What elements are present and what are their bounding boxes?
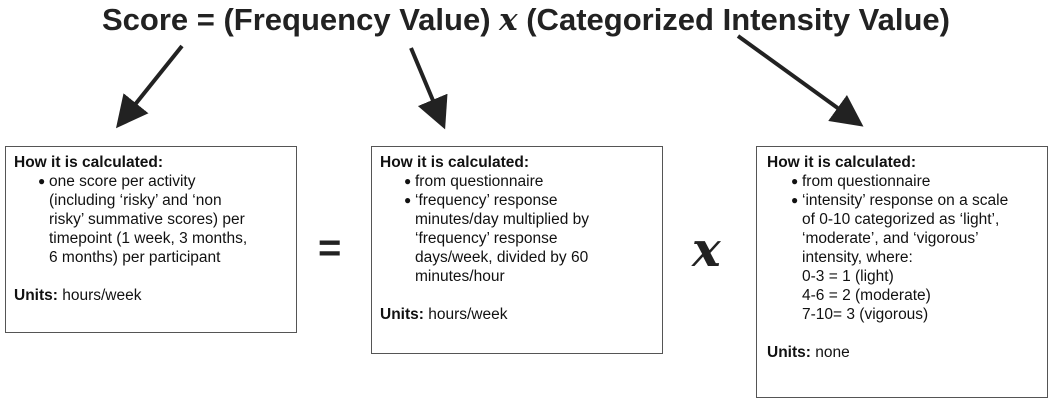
bullet-text-line: minutes/day multiplied by bbox=[415, 211, 590, 228]
times-operator: x bbox=[692, 222, 721, 278]
box-title: How it is calculated: bbox=[380, 154, 530, 171]
list-item: ● one score per activity (including ‘ris… bbox=[14, 172, 288, 267]
units-line: Units: none bbox=[767, 343, 1037, 362]
units-value: hours/week bbox=[57, 287, 142, 304]
bullet-icon: ● bbox=[404, 193, 412, 207]
bullet-text-line: 7-10= 3 (vigorous) bbox=[802, 306, 929, 323]
bullet-text-line: ‘frequency’ response bbox=[415, 192, 558, 209]
bullet-text-line: from questionnaire bbox=[802, 173, 931, 190]
equals-operator: = bbox=[318, 226, 342, 270]
bullet-text-line: 0-3 = 1 (light) bbox=[802, 268, 894, 285]
bullet-list: ● from questionnaire ● ‘frequency’ respo… bbox=[380, 172, 654, 286]
score-formula: Score = (Frequency Value) x (Categorized… bbox=[0, 2, 1052, 38]
intensity-box: How it is calculated: ● from questionnai… bbox=[756, 146, 1048, 398]
formula-rhs: (Categorized Intensity Value) bbox=[517, 2, 950, 37]
units-label: Units: bbox=[767, 344, 811, 361]
units-line: Units: hours/week bbox=[14, 286, 288, 305]
box-title: How it is calculated: bbox=[767, 154, 917, 171]
bullet-icon: ● bbox=[791, 193, 799, 207]
bullet-icon: ● bbox=[404, 174, 412, 188]
box-title: How it is calculated: bbox=[14, 154, 164, 171]
bullet-text-line: 6 months) per participant bbox=[49, 249, 221, 266]
bullet-list: ● from questionnaire ● ‘intensity’ respo… bbox=[767, 172, 1037, 324]
arrow-to-score-box bbox=[115, 44, 184, 129]
bullet-text-line: ‘intensity’ response on a scale bbox=[802, 192, 1009, 209]
list-item: ● from questionnaire bbox=[767, 172, 1037, 191]
list-item: ● ‘frequency’ response minutes/day multi… bbox=[380, 191, 654, 286]
units-value: none bbox=[810, 344, 850, 361]
bullet-text-line: risky’ summative scores) per bbox=[49, 211, 245, 228]
list-item: ● from questionnaire bbox=[380, 172, 654, 191]
units-label: Units: bbox=[380, 306, 424, 323]
bullet-text-line: days/week, divided by 60 bbox=[415, 249, 589, 266]
score-box: How it is calculated: ● one score per ac… bbox=[5, 146, 297, 333]
formula-lhs: Score = (Frequency Value) bbox=[102, 2, 500, 37]
bullet-text-line: (including ‘risky’ and ‘non bbox=[49, 192, 222, 209]
units-line: Units: hours/week bbox=[380, 305, 654, 324]
bullet-icon: ● bbox=[791, 174, 799, 188]
bullet-text-line: intensity, where: bbox=[802, 249, 913, 266]
bullet-text-line: timepoint (1 week, 3 months, bbox=[49, 230, 248, 247]
frequency-box: How it is calculated: ● from questionnai… bbox=[371, 146, 663, 354]
bullet-text-line: minutes/hour bbox=[415, 268, 505, 285]
bullet-text-line: from questionnaire bbox=[415, 173, 544, 190]
bullet-text-line: one score per activity bbox=[49, 173, 196, 190]
units-label: Units: bbox=[14, 287, 58, 304]
bullet-text-line: of 0-10 categorized as ‘light’, bbox=[802, 211, 1000, 228]
bullet-text-line: ‘moderate’, and ‘vigorous’ bbox=[802, 230, 979, 247]
bullet-icon: ● bbox=[38, 174, 46, 188]
formula-times-symbol: x bbox=[499, 2, 518, 38]
arrow-to-frequency-box bbox=[409, 47, 448, 130]
bullet-text-line: ‘frequency’ response bbox=[415, 230, 558, 247]
arrow-to-intensity-box bbox=[736, 34, 864, 127]
units-value: hours/week bbox=[423, 306, 508, 323]
list-item: ● ‘intensity’ response on a scale of 0-1… bbox=[767, 191, 1037, 324]
bullet-text-line: 4-6 = 2 (moderate) bbox=[802, 287, 931, 304]
bullet-list: ● one score per activity (including ‘ris… bbox=[14, 172, 288, 267]
